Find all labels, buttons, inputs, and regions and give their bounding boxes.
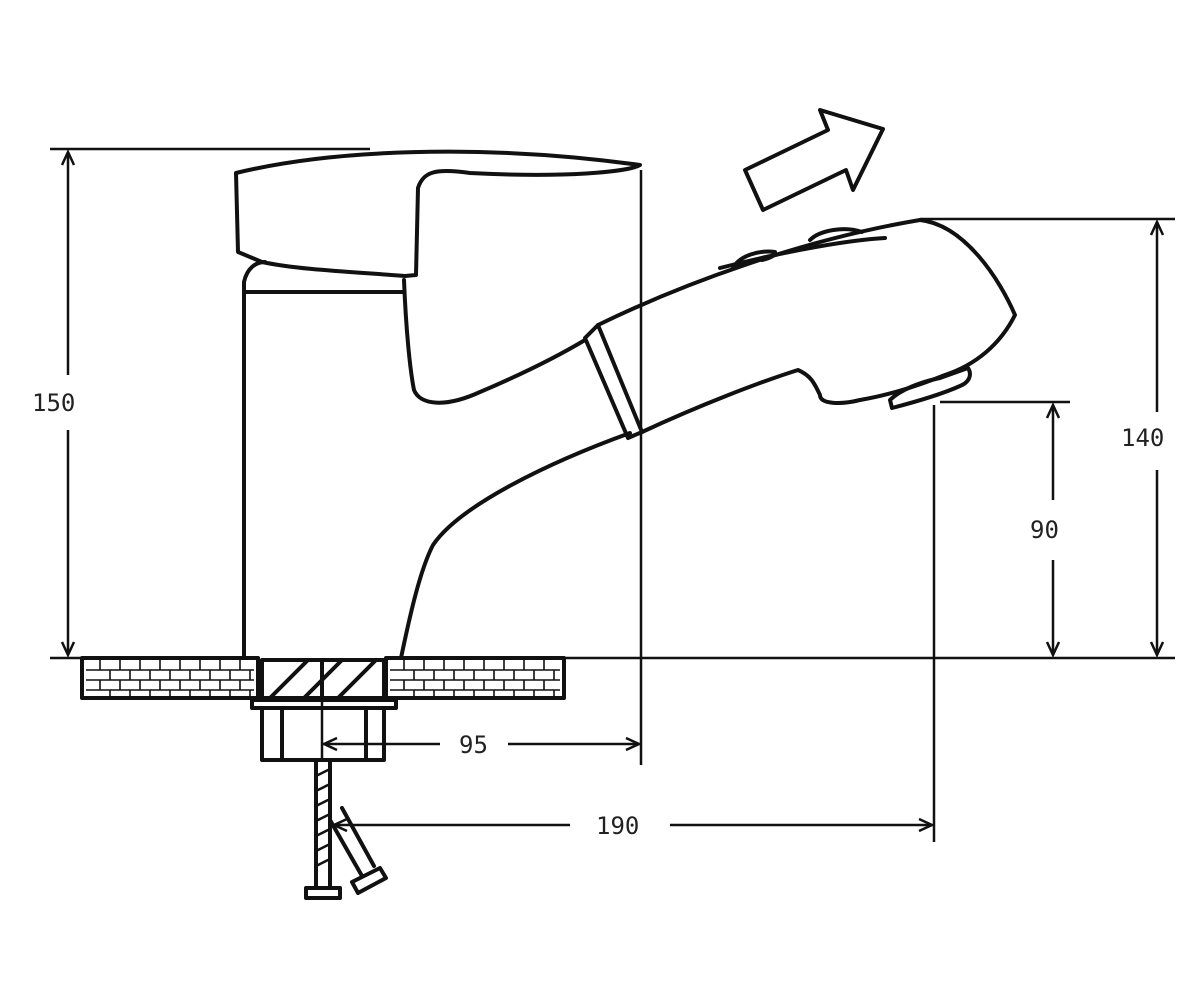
lever-handle — [234, 149, 642, 278]
supply-hoses — [304, 758, 388, 900]
spout-outline — [402, 278, 587, 405]
pull-out-direction-arrow — [743, 108, 885, 212]
spray-head-top-edge — [718, 236, 887, 270]
mounting-nut — [250, 698, 398, 762]
spout-lower-curve — [399, 431, 632, 660]
body-reach-label: 95 — [459, 731, 488, 759]
spout-collar — [583, 323, 644, 440]
dimension-total-height: 150 — [32, 149, 75, 658]
dimension-body-reach: 95 — [321, 731, 642, 759]
dimension-outlet-height: 90 — [1030, 402, 1061, 658]
total-height-label: 150 — [32, 389, 75, 417]
outlet-height-label: 90 — [1030, 516, 1059, 544]
countertop-right — [384, 656, 566, 700]
spray-button-front — [808, 227, 864, 242]
dimension-spray-height: 140 — [1121, 219, 1164, 658]
mounting-gasket — [260, 658, 386, 700]
spray-nozzle — [888, 366, 972, 410]
countertop-left — [80, 656, 260, 700]
faucet-body — [242, 260, 267, 660]
dimension-spout-reach: 190 — [331, 812, 935, 840]
spray-button-rear — [731, 249, 777, 270]
spray-height-label: 140 — [1121, 424, 1164, 452]
spout-reach-label: 190 — [596, 812, 639, 840]
spray-head — [596, 218, 1017, 434]
